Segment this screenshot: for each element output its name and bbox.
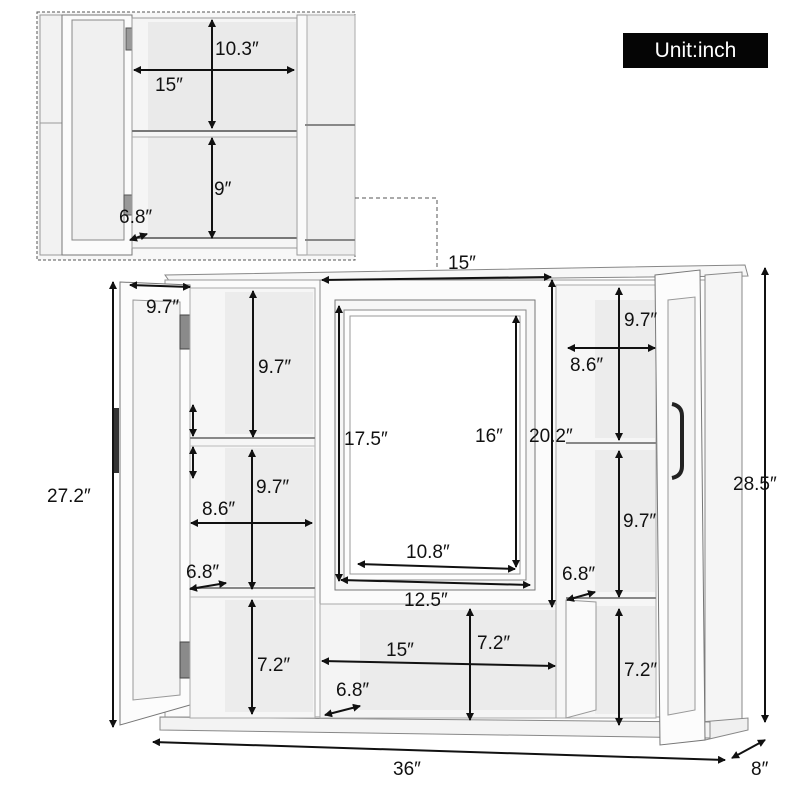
inset-detail-view	[36, 11, 438, 338]
label-overall-width: 36″	[393, 759, 421, 780]
inset-label-width: 15″	[155, 75, 183, 96]
label-glass-height: 16″	[475, 426, 503, 447]
label-left-shelf-width: 8.6″	[202, 499, 236, 520]
label-total-height: 28.5″	[733, 474, 777, 495]
label-right-shelf-depth: 6.8″	[562, 564, 596, 585]
label-right-middle-height: 9.7″	[623, 511, 657, 532]
label-center-shelf-depth: 6.8″	[336, 680, 370, 701]
label-left-door-width: 9.7″	[146, 297, 180, 318]
label-overall-depth: 8″	[751, 759, 769, 780]
label-body-height: 27.2″	[47, 486, 91, 507]
inset-label-depth: 6.8″	[119, 207, 153, 228]
label-door-height: 20.2″	[529, 426, 573, 447]
dimension-lines	[109, 267, 769, 764]
label-glass-width: 10.8″	[406, 542, 450, 563]
label-center-top-width: 15″	[448, 253, 476, 274]
label-center-shelf-width: 15″	[386, 640, 414, 661]
label-frame-height: 17.5″	[344, 429, 388, 450]
label-left-bottom-height: 7.2″	[257, 655, 291, 676]
inset-label-height-upper: 10.3″	[215, 39, 259, 60]
label-right-upper-height: 9.7″	[624, 310, 658, 331]
label-left-shelf-depth: 6.8″	[186, 562, 220, 583]
label-left-middle-height: 9.7″	[256, 477, 290, 498]
label-right-shelf-width: 8.6″	[570, 355, 604, 376]
inset-label-height-lower: 9″	[214, 179, 232, 200]
label-frame-width: 12.5″	[404, 590, 448, 611]
label-left-upper-height: 9.7″	[258, 357, 292, 378]
label-center-shelf-height: 7.2″	[477, 633, 511, 654]
unit-badge: Unit:inch	[623, 33, 768, 68]
label-right-bottom-height: 7.2″	[624, 660, 658, 681]
